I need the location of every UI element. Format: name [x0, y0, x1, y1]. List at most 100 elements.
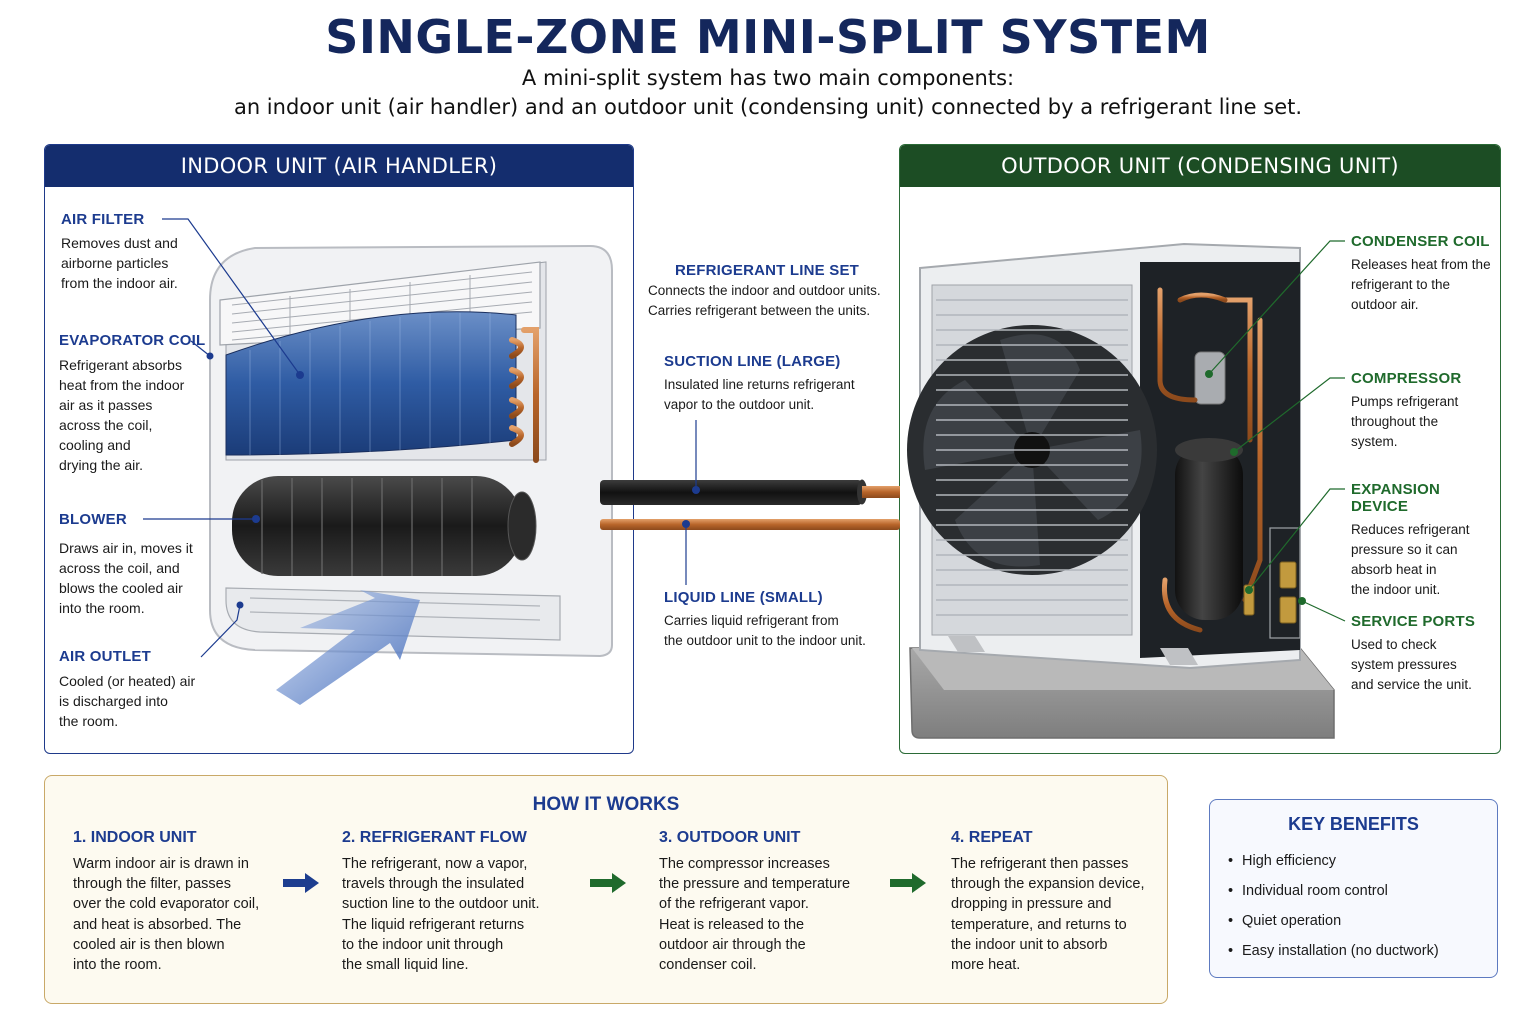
desc-line: and service the unit.: [1351, 677, 1472, 692]
suction-line-title: SUCTION LINE (LARGE): [664, 353, 841, 370]
desc-line: the indoor unit to absorb: [951, 936, 1108, 953]
desc-line: the room.: [59, 713, 119, 729]
desc-line: the small liquid line.: [342, 957, 469, 974]
blower-desc: Draws air in, moves it across the coil, …: [59, 538, 209, 618]
desc-line: cooled air is then blown: [73, 936, 225, 953]
air-filter-title: AIR FILTER: [61, 211, 145, 228]
air-outlet-label: AIR OUTLET Cooled (or heated) air is dis…: [59, 648, 209, 731]
refrigerant-line-set-label: REFRIGERANT LINE SET Connects the indoor…: [648, 262, 898, 321]
desc-line: pressure so it can: [1351, 542, 1458, 557]
expansion-device-desc: Reduces refrigerant pressure so it can a…: [1351, 520, 1496, 600]
bullet-icon: •: [1228, 913, 1234, 929]
desc-line: dropping in pressure and: [951, 896, 1112, 913]
step-desc: The refrigerant then passes through the …: [951, 854, 1201, 975]
desc-line: Refrigerant absorbs: [59, 357, 182, 373]
condenser-coil-title: CONDENSER COIL: [1351, 233, 1490, 250]
list-item: • Individual room control: [1228, 876, 1439, 906]
desc-line: The refrigerant, now a vapor,: [342, 856, 528, 872]
desc-line: Heat is released to the: [659, 916, 805, 933]
compressor-desc: Pumps refrigerant throughout the system.: [1351, 392, 1496, 452]
bullet-icon: •: [1228, 943, 1234, 959]
step-3: 3. OUTDOOR UNIT The compressor increases…: [659, 829, 909, 975]
refrigerant-line-set-title: REFRIGERANT LINE SET: [675, 262, 860, 279]
desc-line: airborne particles: [61, 255, 169, 271]
expansion-device-title: EXPANSION DEVICE: [1351, 481, 1441, 515]
air-filter-desc: Removes dust and airborne particles from…: [61, 233, 211, 293]
list-item: •Quiet operation: [1228, 906, 1439, 936]
desc-line: Used to check: [1351, 637, 1437, 652]
bullet-icon: •: [1228, 883, 1234, 899]
desc-line: of the refrigerant vapor.: [659, 896, 809, 913]
benefit-text: High efficiency: [1242, 853, 1337, 869]
desc-line: Releases heat from the: [1351, 257, 1491, 272]
liquid-line-title: LIQUID LINE (SMALL): [664, 589, 823, 606]
liquid-line-label: LIQUID LINE (SMALL) Carries liquid refri…: [664, 589, 894, 651]
desc-line: air as it passes: [59, 397, 153, 413]
desc-line: travels through the insulated: [342, 876, 525, 893]
list-item: • High efficiency: [1228, 846, 1439, 876]
desc-line: to the indoor unit through: [342, 936, 504, 953]
desc-line: Warm indoor air is drawn in: [73, 856, 249, 872]
evaporator-coil-desc: Refrigerant absorbs heat from the indoor…: [59, 355, 209, 475]
service-ports-label: SERVICE PORTS Used to check system press…: [1351, 613, 1496, 695]
bullet-icon: •: [1228, 853, 1234, 869]
arrow-right-icon: [890, 873, 926, 893]
list-item: • Easy installation (no ductwork): [1228, 936, 1439, 966]
desc-line: through the expansion device,: [951, 876, 1145, 893]
desc-line: absorb heat in: [1351, 562, 1437, 577]
desc-line: into the room.: [59, 600, 145, 616]
desc-line: is discharged into: [59, 693, 168, 709]
desc-line: throughout the: [1351, 414, 1439, 429]
arrow-right-icon: [283, 873, 319, 893]
step-desc: The compressor increases the pressure an…: [659, 854, 909, 975]
subtitle-line-2: an indoor unit (air handler) and an outd…: [233, 95, 1303, 119]
desc-line: from the indoor air.: [61, 275, 178, 291]
desc-line: Cooled (or heated) air: [59, 673, 196, 689]
blower-title: BLOWER: [59, 511, 127, 528]
benefit-text: Individual room control: [1242, 883, 1388, 899]
desc-line: the indoor unit.: [1351, 582, 1441, 597]
desc-line: outdoor air through the: [659, 936, 806, 953]
step-title: 2. REFRIGERANT FLOW: [342, 829, 527, 846]
desc-line: across the coil, and: [59, 560, 180, 576]
desc-line: cooling and: [59, 437, 131, 453]
condenser-coil-label: CONDENSER COIL Releases heat from the re…: [1351, 233, 1496, 315]
desc-line: The liquid refrigerant returns: [342, 916, 525, 933]
service-ports-title: SERVICE PORTS: [1351, 613, 1476, 630]
desc-line: through the filter, passes: [73, 876, 231, 893]
suction-line-label: SUCTION LINE (LARGE) Insulated line retu…: [664, 353, 894, 415]
key-benefits-title: KEY BENEFITS: [1288, 814, 1419, 834]
desc-line: into the room.: [73, 957, 162, 974]
arrow-right-icon: [590, 873, 626, 893]
desc-line: system.: [1351, 434, 1398, 449]
air-outlet-desc: Cooled (or heated) air is discharged int…: [59, 671, 209, 731]
how-it-works-panel: HOW IT WORKS 1. INDOOR UNIT Warm indoor …: [44, 775, 1168, 1004]
liquid-line-desc: Carries liquid refrigerant from the outd…: [664, 611, 894, 651]
desc-line: drying the air.: [59, 457, 144, 473]
step-title: 3. OUTDOOR UNIT: [659, 829, 801, 846]
desc-line: temperature, and returns to: [951, 916, 1127, 933]
desc-line: refrigerant to the: [1351, 277, 1451, 292]
step-desc: The refrigerant, now a vapor, travels th…: [342, 854, 592, 975]
indoor-leader-lines: [143, 218, 697, 658]
desc-line: Removes dust and: [61, 235, 178, 251]
evaporator-coil-label: EVAPORATOR COIL Refrigerant absorbs heat…: [59, 332, 209, 475]
desc-line: over the cold evaporator coil,: [73, 896, 260, 913]
blower-label: BLOWER Draws air in, moves it across the…: [59, 511, 209, 618]
desc-line: more heat.: [951, 957, 1021, 974]
desc-line: Carries liquid refrigerant from: [664, 613, 839, 628]
benefit-text: Easy installation (no ductwork): [1242, 943, 1439, 959]
air-filter-label: AIR FILTER Removes dust and airborne par…: [61, 211, 211, 293]
compressor-label: COMPRESSOR Pumps refrigerant throughout …: [1351, 370, 1496, 452]
service-ports-desc: Used to check system pressures and servi…: [1351, 635, 1496, 695]
outdoor-unit-graphic: [907, 242, 1335, 739]
desc-line: vapor to the outdoor unit.: [664, 397, 815, 412]
key-benefits-list: • High efficiency • Individual room contro…: [1228, 846, 1439, 966]
desc-line: Reduces refrigerant: [1351, 522, 1470, 537]
step-2: 2. REFRIGERANT FLOW The refrigerant, now…: [342, 829, 592, 975]
desc-line: suction line to the outdoor unit.: [342, 896, 540, 913]
indoor-unit-graphic: [209, 244, 613, 705]
desc-line: Draws air in, moves it: [59, 540, 193, 556]
refrigerant-line-set-desc: Connects the indoor and outdoor units. C…: [648, 281, 898, 321]
